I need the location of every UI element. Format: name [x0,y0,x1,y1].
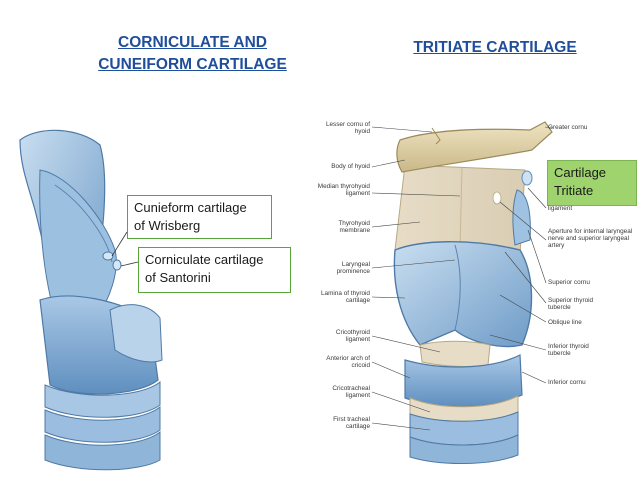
label-laryngeal-prominence: Laryngeal prominence [336,261,370,276]
label-median-thyrohyoid-ligament: Median thyrohyoid ligament [317,183,370,198]
title-tritiate-cartilage: TRITIATE CARTILAGE [413,39,577,56]
left-larynx-illustration [19,129,163,471]
label-greater-cornu: Greater cornu [548,124,588,131]
callout-corniculate-line1: Corniculate cartilage [145,252,264,267]
label-thyrohyoid-membrane: Thyrohyoid membrane [338,220,370,235]
callout-cuneiform-line1: Cunieform cartilage [134,200,247,215]
label-lesser-cornu: Lesser cornu of hyoid [325,121,370,136]
label-cricothyroid-ligament: Cricothyroid ligament [335,329,370,344]
callout-triticea-line1: Cartilage [554,165,607,180]
callout-corniculate-line2: of Santorini [145,270,211,285]
title-corniculate-cuneiform: CORNICULATE AND CUNEIFORM CARTILAGE [98,34,287,73]
label-body-of-hyoid: Body of hyoid [331,163,370,170]
label-cricotracheal-ligament: Cricotracheal ligament [332,385,370,400]
callout-cuneiform-line2: of Wrisberg [134,218,201,233]
label-aperture: Aperture for internal laryngeal nerve an… [548,228,633,250]
label-anterior-arch-cricoid: Anterior arch of cricoid [326,355,370,370]
callout-corniculate-cartilage: Corniculate cartilage of Santorini [138,247,291,293]
callout-triticea-line2: Tritiate [554,183,594,198]
right-larynx-illustration [371,121,554,465]
label-inferior-cornu: Inferior cornu [548,379,586,386]
label-ligament: ligament [548,205,573,212]
label-lamina-of-thyroid: Lamina of thyroid cartilage [320,290,370,305]
label-first-tracheal-cartilage: First tracheal cartilage [333,416,370,431]
label-oblique-line: Oblique line [548,319,582,326]
callout-cuneiform-cartilage: Cunieform cartilage of Wrisberg [127,195,272,239]
callout-tritiate-cartilage: Cartilage Tritiate [547,160,637,206]
label-inferior-thyroid-tubercle: Inferior thyroid tubercle [548,343,589,358]
label-superior-cornu: Superior cornu [548,279,590,286]
label-superior-thyroid-tubercle: Superior thyroid tubercle [548,297,594,312]
